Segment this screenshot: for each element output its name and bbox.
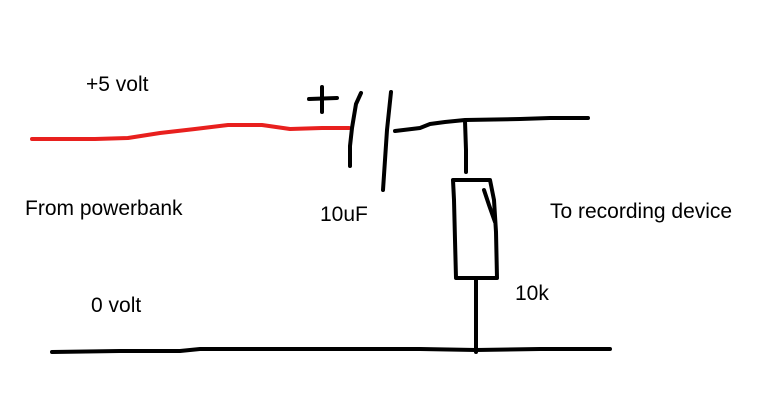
output-wire — [393, 116, 590, 133]
destination-label: To recording device — [550, 200, 733, 223]
capacitor-polarity-mark — [307, 85, 339, 114]
capacitor-value-label: 10uF — [320, 203, 368, 226]
supply-voltage-label: +5 volt — [86, 73, 149, 96]
resistor-body — [451, 178, 499, 280]
source-label: From powerbank — [25, 197, 183, 220]
capacitor-right-plate — [381, 90, 393, 192]
resistor-value-label: 10k — [515, 282, 549, 305]
ground-wire — [50, 347, 612, 354]
ground-voltage-label: 0 volt — [91, 294, 142, 317]
capacitor-left-plate — [348, 91, 363, 168]
resistor-top-lead — [463, 119, 468, 174]
positive-supply-wire — [30, 123, 351, 141]
resistor-inner-stroke — [482, 188, 497, 224]
